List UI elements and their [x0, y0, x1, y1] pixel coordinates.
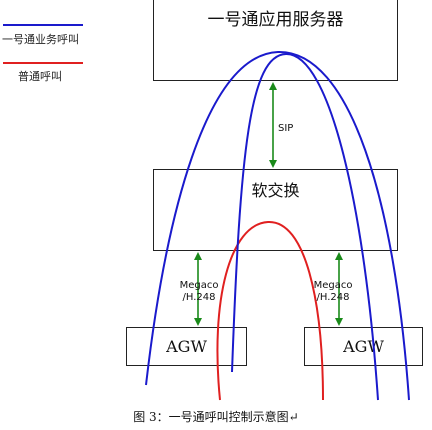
softswitch-label: 软交换	[251, 181, 300, 200]
sip-label: SIP	[278, 123, 294, 135]
app-server-box: 一号通应用服务器	[153, 0, 398, 81]
agw-left-box: AGW	[126, 327, 247, 366]
megaco-right-line2: /H.248	[316, 292, 350, 303]
legend-red-label: 普通呼叫	[18, 70, 62, 83]
agw-left-label: AGW	[166, 337, 207, 356]
megaco-right-label: Megaco /H.248	[311, 280, 355, 304]
megaco-left-line2: /H.248	[182, 292, 216, 303]
legend-blue-label: 一号通业务呼叫	[2, 33, 79, 46]
ordinary-call-arc	[216, 220, 324, 401]
service-call-arc-outer	[145, 50, 410, 401]
app-server-label: 一号通应用服务器	[207, 10, 344, 30]
megaco-right-line1: Megaco	[313, 280, 353, 291]
legend-blue-line	[3, 24, 83, 26]
megaco-left-line1: Megaco	[179, 280, 219, 291]
megaco-left-label: Megaco /H.248	[177, 280, 221, 304]
figure-caption: 图 3：一号通呼叫控制示意图↵	[133, 410, 299, 424]
softswitch-box: 软交换	[153, 169, 398, 251]
service-call-arc-inner	[231, 52, 379, 401]
legend-red-line	[3, 62, 83, 64]
